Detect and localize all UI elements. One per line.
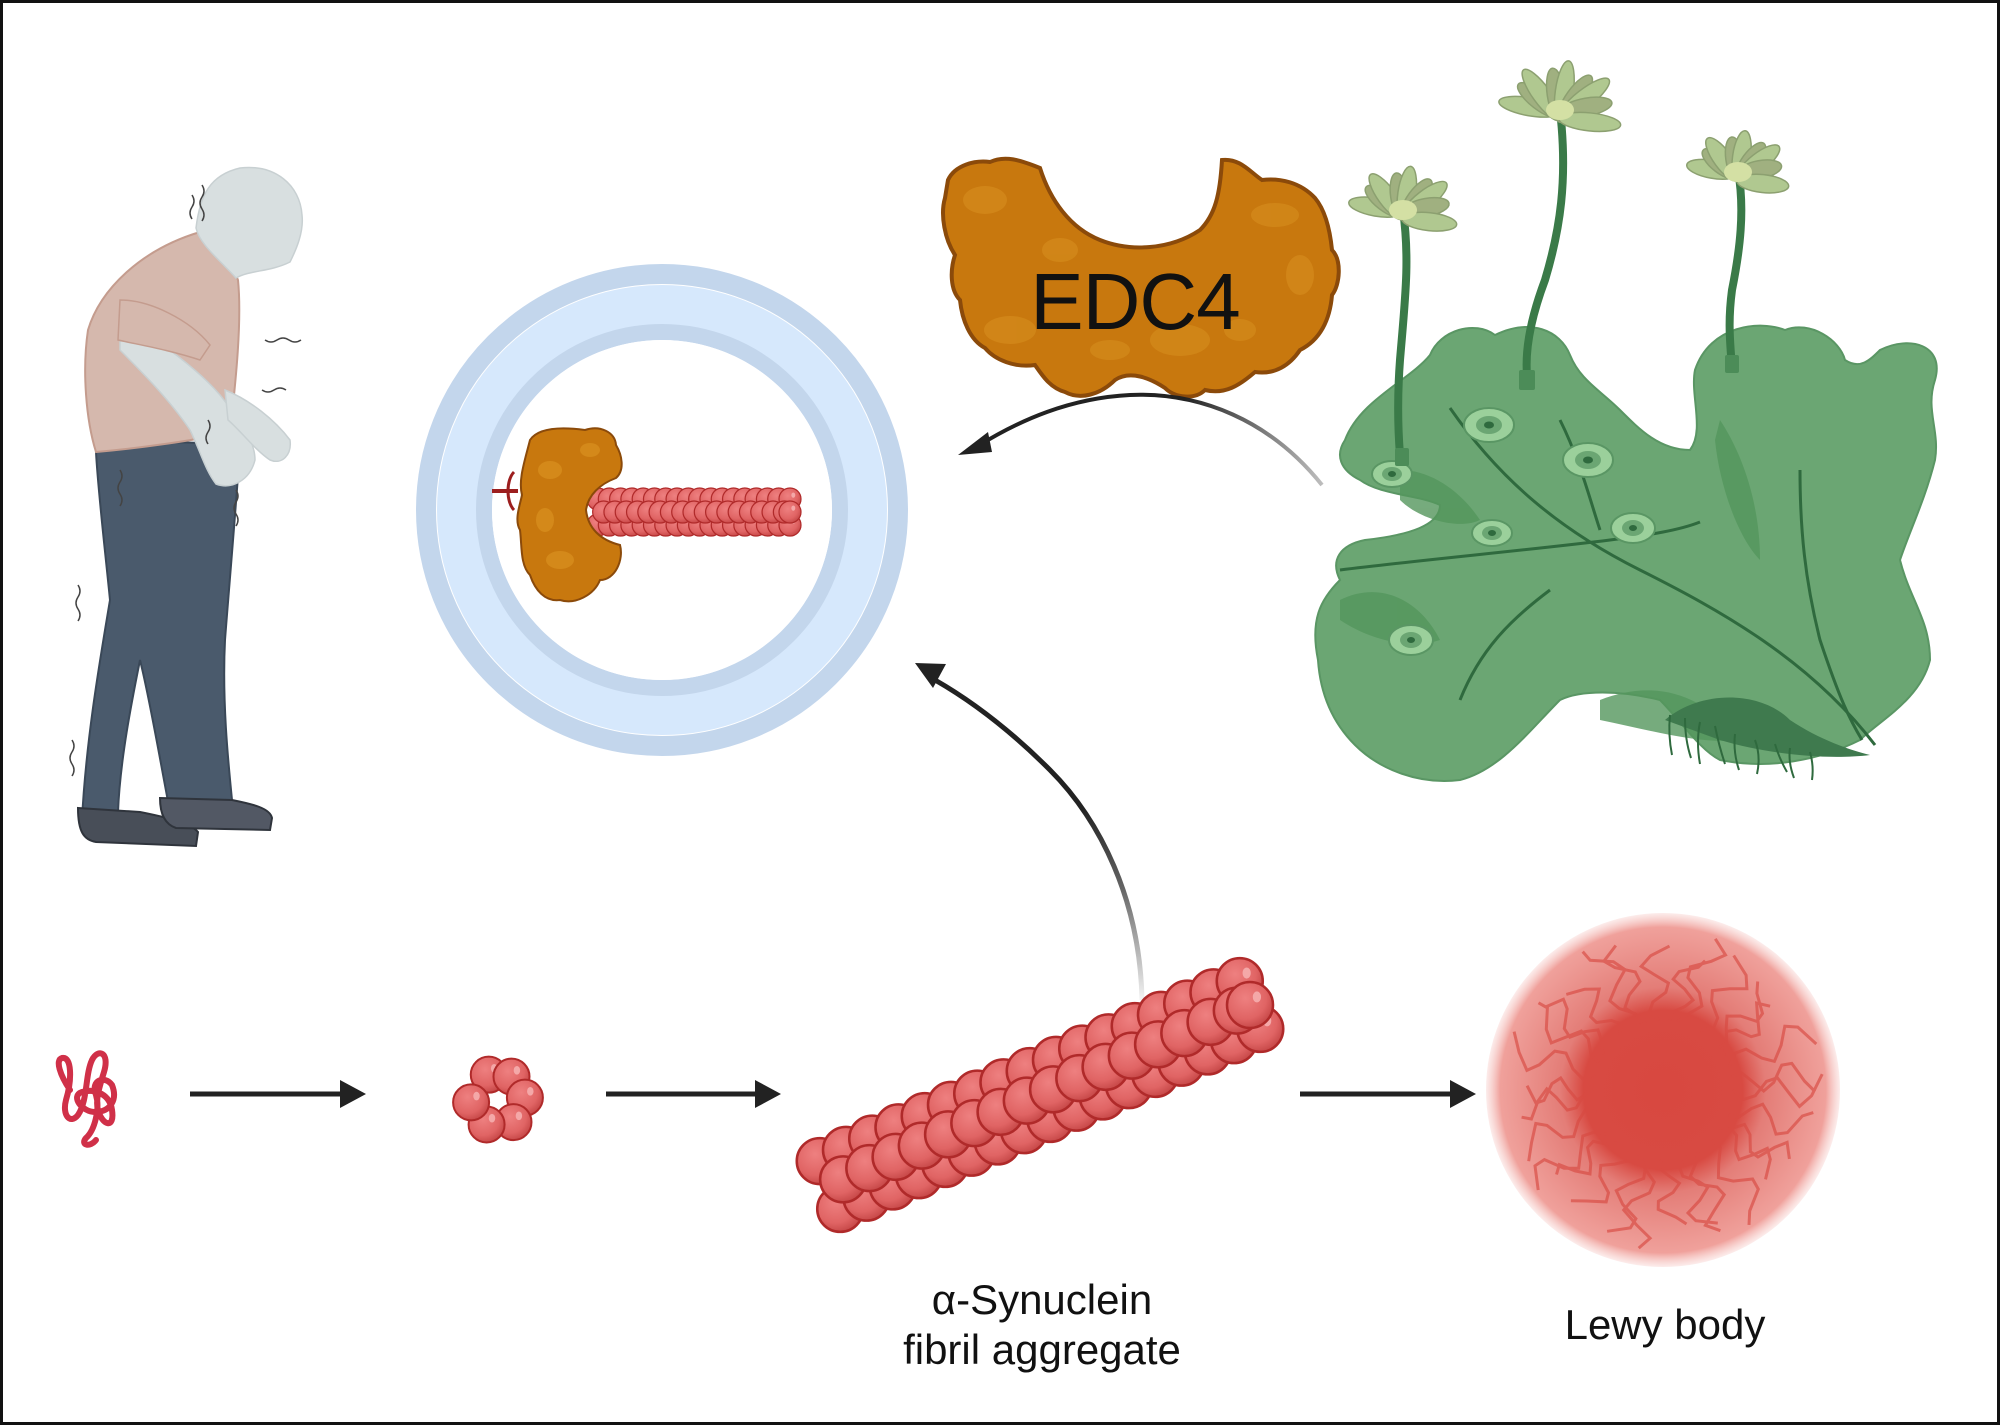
fibril-label-line1: α-Synuclein <box>931 1276 1153 1323</box>
small-edc4-protein-icon <box>516 427 623 603</box>
lewy-filament <box>1676 938 1728 1023</box>
lewy-filament <box>1731 1061 1817 1093</box>
edc4-label: EDC4 <box>1030 257 1240 346</box>
fibril-to-cell-arrow <box>915 663 1145 1001</box>
receptacle-center <box>1389 200 1417 220</box>
tremor-lines <box>69 184 302 777</box>
lewy-filament <box>1512 1031 1596 1081</box>
lewy-filament <box>1710 1138 1760 1225</box>
receptacle-center <box>1724 162 1752 182</box>
receptacle-center <box>1546 100 1574 120</box>
gemma-cups <box>1371 407 1656 656</box>
lewy-filament <box>1727 1024 1818 1068</box>
synuclein-bead <box>778 500 802 524</box>
fibril-aggregate-label: α-Synuclein fibril aggregate <box>842 1275 1242 1375</box>
lewy-filament <box>1678 1155 1718 1225</box>
lewy-filament <box>1525 1075 1595 1105</box>
parkinson-patient-icon <box>69 166 304 848</box>
lewy-filament <box>1533 1130 1610 1191</box>
fibril-to-lewy-body-arrow <box>1300 1080 1476 1108</box>
lewy-filament <box>1570 1150 1631 1204</box>
lewy-filament <box>1699 954 1749 1033</box>
lewy-filament <box>1638 944 1671 1022</box>
synuclein-bead <box>1225 980 1275 1030</box>
lewy-filament <box>1606 1154 1647 1233</box>
lewy-filament <box>1555 1139 1618 1176</box>
lewy-filament <box>1544 997 1605 1055</box>
lewy-filament <box>1728 1102 1814 1136</box>
synuclein-bead <box>452 1083 491 1122</box>
edc4-protein-icon <box>941 156 1341 399</box>
lewy-filament <box>1668 959 1707 1021</box>
lewy-filament <box>1656 1159 1688 1226</box>
oligomer-to-fibril-arrow <box>606 1080 781 1108</box>
lewy-body-icon <box>1486 913 1840 1267</box>
lewy-filament <box>1601 944 1649 1023</box>
lewy-filament <box>1719 1122 1791 1160</box>
alpha-synuclein-monomer-icon <box>55 1050 117 1148</box>
fibril-label-line2: fibril aggregate <box>903 1326 1181 1373</box>
lewy-filament <box>1621 1155 1657 1250</box>
alpha-synuclein-fibril-icon <box>795 956 1285 1234</box>
lewy-filament <box>1565 987 1623 1036</box>
liverwort-plant-icon <box>1314 60 1938 782</box>
plant-to-cell-arrow <box>958 392 1324 487</box>
lewy-filament <box>1537 1001 1600 1064</box>
lewy-filament <box>1722 1001 1771 1056</box>
inhibition-icon <box>492 470 518 512</box>
alpha-synuclein-oligomer-icon <box>452 1055 544 1144</box>
lewy-filament <box>1527 1108 1597 1162</box>
lewy-body-label: Lewy body <box>1564 1301 1766 1348</box>
monomer-to-oligomer-arrow <box>190 1080 366 1108</box>
small-fibril-icon <box>586 487 802 537</box>
lewy-filament <box>1521 1086 1594 1121</box>
lewy-filament <box>1718 1127 1772 1180</box>
